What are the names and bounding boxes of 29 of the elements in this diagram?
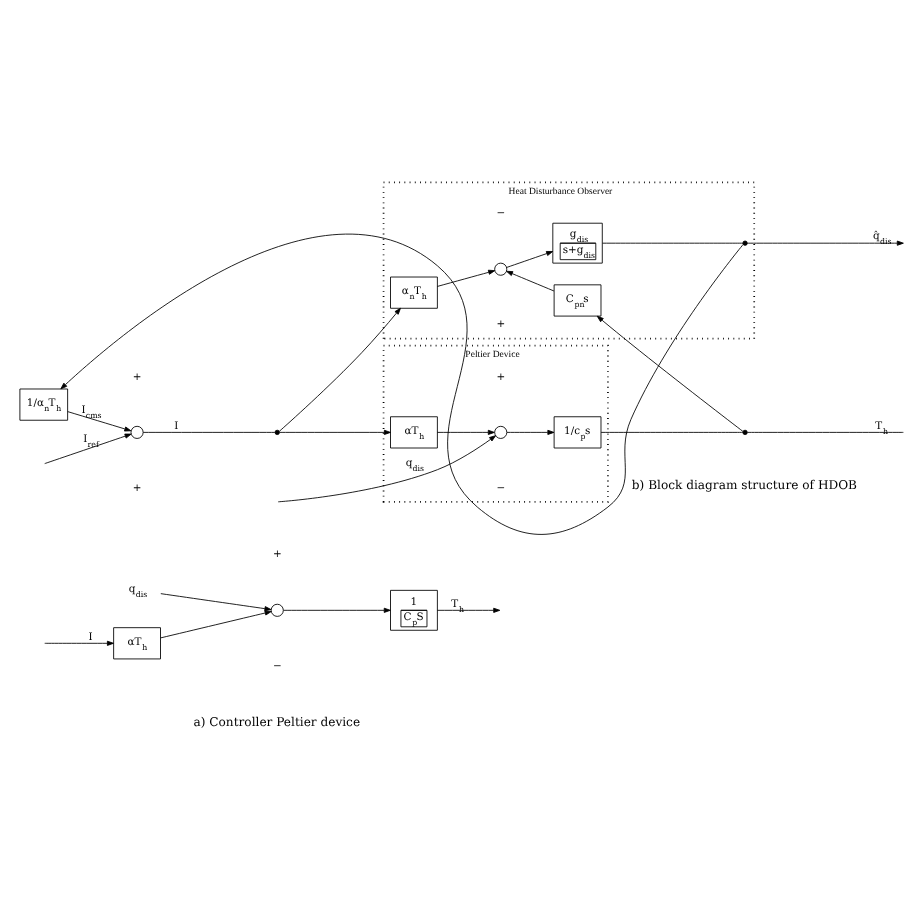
arrow xyxy=(506,250,554,267)
arrow xyxy=(506,428,555,434)
arrow xyxy=(279,428,391,434)
arrow xyxy=(277,428,497,502)
arrow xyxy=(746,239,904,245)
node-dot xyxy=(742,428,748,434)
arrow xyxy=(436,428,497,441)
arrow xyxy=(596,314,744,431)
arrow xyxy=(278,306,401,431)
node-circle xyxy=(130,424,144,438)
node-circle xyxy=(494,424,508,438)
arrow xyxy=(506,269,555,291)
connector xyxy=(602,241,744,243)
node-dot xyxy=(274,428,280,434)
connector xyxy=(142,430,276,432)
connector xyxy=(746,430,904,432)
arrow xyxy=(160,592,272,611)
arrow xyxy=(436,606,501,612)
connector xyxy=(600,430,744,432)
node-circle xyxy=(494,261,508,275)
arrow xyxy=(436,268,496,286)
arrow xyxy=(60,232,744,534)
node-dot xyxy=(742,239,748,245)
arrow xyxy=(283,606,391,612)
arrow xyxy=(67,410,132,438)
arrow xyxy=(160,609,272,638)
node-circle xyxy=(270,602,284,616)
arrow xyxy=(44,639,114,645)
arrow xyxy=(44,425,132,464)
